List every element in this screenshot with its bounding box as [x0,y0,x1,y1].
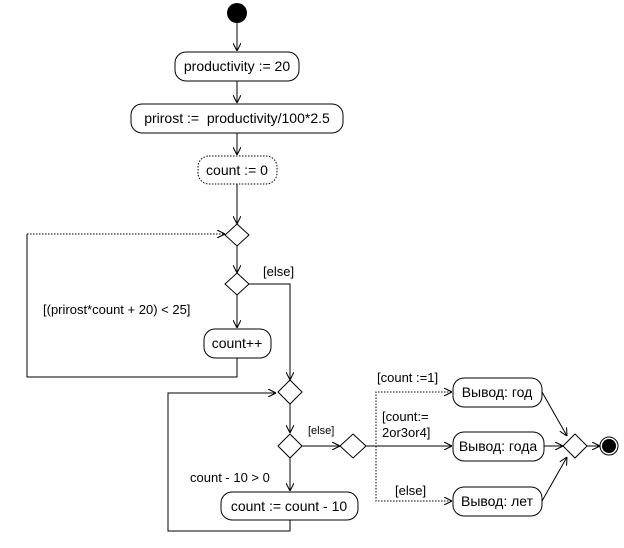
guard-count-234-line1: [count:= [382,409,429,424]
action-output-let: Вывод: лет [452,486,543,517]
decision-diamond-4 [277,433,303,459]
action-productivity-init-label: productivity := 20 [184,58,290,74]
final-node [599,436,619,456]
guard-loop-condition: [(prirost*count + 20) < 25] [43,302,190,317]
merge-diamond-final [562,433,588,459]
action-count-init: count := 0 [197,155,278,185]
guard-else-3: [else] [395,483,426,498]
action-count-init-label: count := 0 [206,162,268,178]
action-output-god-label: Вывод: год [462,384,533,400]
action-prirost-calc-label: prirost := productivity/100*2.5 [144,110,330,126]
action-output-goda: Вывод: года [452,431,545,462]
edges [26,23,600,532]
guard-count-234-line2: 2or3or4] [382,425,430,440]
action-output-let-label: Вывод: лет [461,493,534,509]
action-productivity-init: productivity := 20 [174,51,300,82]
action-count-increment-label: count++ [212,335,263,351]
action-count-decrement-label: count := count - 10 [231,498,348,514]
guard-else-2: [else] [308,425,334,437]
initial-node [227,3,247,23]
merge-diamond-1 [224,223,250,247]
action-count-increment: count++ [203,328,272,359]
action-prirost-calc: prirost := productivity/100*2.5 [130,103,344,134]
decision-diamond-2 [224,272,250,296]
action-output-god: Вывод: год [452,377,543,408]
guard-count-is-1: [count :=1] [377,370,438,385]
action-output-goda-label: Вывод: года [459,438,538,454]
action-count-decrement: count := count - 10 [220,491,359,521]
merge-diamond-3 [277,379,303,405]
decision-diamond-5 [339,433,367,459]
guard-else-1: [else] [263,264,294,279]
guard-count-over-10: count - 10 > 0 [190,470,270,485]
